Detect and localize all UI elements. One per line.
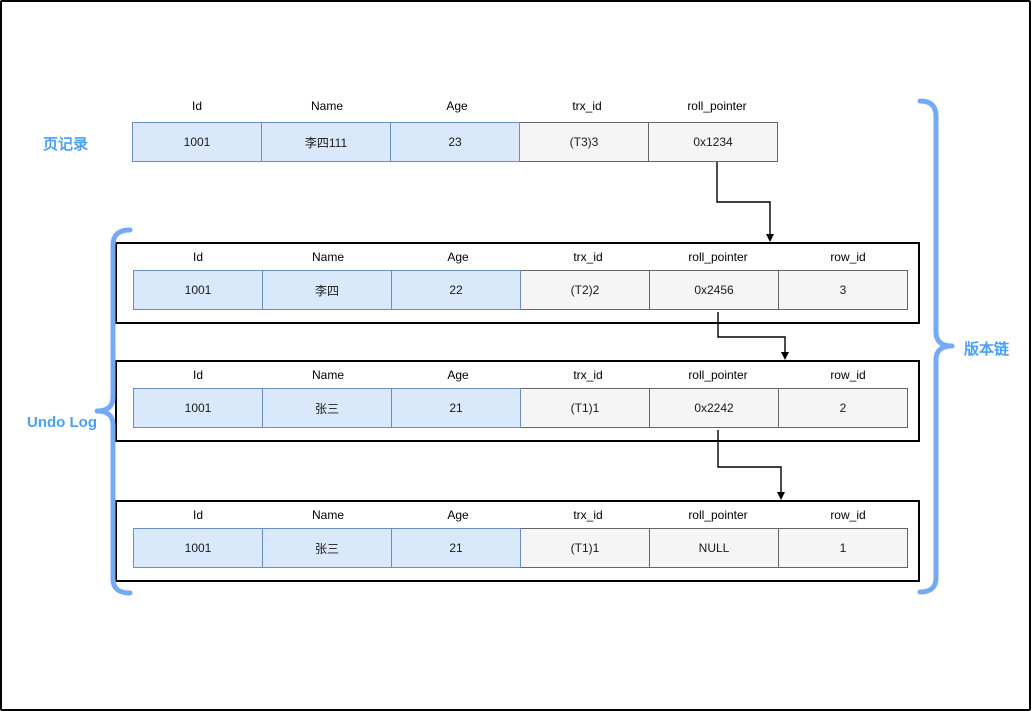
- version-chain-label: 版本链: [964, 341, 1010, 358]
- column-header-id: Id: [192, 508, 203, 522]
- column-header-trx-id: trx_id: [573, 508, 603, 522]
- undo3-header-row: Id Name Age trx_id roll_pointer row_id: [133, 244, 913, 270]
- cell-row-id: 3: [778, 270, 908, 310]
- undo3-row: 1001 李四 22 (T2)2 0x2456 3: [133, 270, 913, 310]
- undo-log-record-box-2: Id Name Age trx_id roll_pointer row_id 1…: [115, 360, 920, 442]
- column-header-name: Name: [311, 250, 344, 264]
- cell-age: 21: [391, 528, 521, 568]
- column-header-row-id: row_id: [830, 250, 866, 264]
- cell-name: 张三: [262, 528, 392, 568]
- undo-log-record-box-1: Id Name Age trx_id roll_pointer row_id 1…: [115, 500, 920, 582]
- column-header-name: Name: [311, 368, 344, 382]
- cell-trx-id: (T1)1: [520, 528, 650, 568]
- cell-age: 21: [391, 388, 521, 428]
- column-header-row-id: row_id: [830, 508, 866, 522]
- cell-id: 1001: [133, 528, 263, 568]
- cell-name: 张三: [262, 388, 392, 428]
- undo1-header-row: Id Name Age trx_id roll_pointer row_id: [133, 502, 913, 528]
- page-record-table: Id Name Age trx_id roll_pointer 1001 李四1…: [132, 92, 782, 162]
- column-header-age: Age: [447, 368, 469, 382]
- cell-name: 李四111: [261, 122, 391, 162]
- column-header-name: Name: [311, 508, 344, 522]
- cell-id: 1001: [133, 388, 263, 428]
- column-header-roll-pointer: roll_pointer: [687, 99, 747, 113]
- cell-row-id: 1: [778, 528, 908, 568]
- version-chain-brace: [917, 98, 955, 595]
- cell-trx-id: (T2)2: [520, 270, 650, 310]
- column-header-age: Age: [446, 99, 468, 113]
- column-header-roll-pointer: roll_pointer: [688, 368, 748, 382]
- undo-log-label: Undo Log: [27, 414, 97, 431]
- column-header-roll-pointer: roll_pointer: [688, 250, 748, 264]
- column-header-id: Id: [192, 250, 203, 264]
- cell-trx-id: (T3)3: [519, 122, 649, 162]
- cell-id: 1001: [132, 122, 262, 162]
- cell-roll-pointer: 0x2456: [649, 270, 779, 310]
- cell-age: 22: [391, 270, 521, 310]
- page-record-header-row: Id Name Age trx_id roll_pointer: [132, 92, 782, 120]
- column-header-name: Name: [310, 99, 343, 113]
- undo2-row: 1001 张三 21 (T1)1 0x2242 2: [133, 388, 913, 428]
- column-header-age: Age: [447, 508, 469, 522]
- cell-id: 1001: [133, 270, 263, 310]
- page-record-row: 1001 李四111 23 (T3)3 0x1234: [132, 122, 782, 162]
- cell-age: 23: [390, 122, 520, 162]
- page-record-label: 页记录: [43, 136, 89, 153]
- undo-log-record-box-3: Id Name Age trx_id roll_pointer row_id 1…: [115, 242, 920, 324]
- cell-roll-pointer: 0x1234: [648, 122, 778, 162]
- column-header-trx-id: trx_id: [573, 250, 603, 264]
- undo2-header-row: Id Name Age trx_id roll_pointer row_id: [133, 362, 913, 388]
- column-header-id: Id: [192, 368, 203, 382]
- column-header-trx-id: trx_id: [573, 368, 603, 382]
- cell-roll-pointer: NULL: [649, 528, 779, 568]
- column-header-trx-id: trx_id: [572, 99, 602, 113]
- undo1-row: 1001 张三 21 (T1)1 NULL 1: [133, 528, 913, 568]
- column-header-id: Id: [191, 99, 202, 113]
- cell-trx-id: (T1)1: [520, 388, 650, 428]
- cell-name: 李四: [262, 270, 392, 310]
- arrow-0x1234-to-version3: [716, 162, 774, 242]
- column-header-roll-pointer: roll_pointer: [688, 508, 748, 522]
- column-header-row-id: row_id: [830, 368, 866, 382]
- column-header-age: Age: [447, 250, 469, 264]
- cell-row-id: 2: [778, 388, 908, 428]
- cell-roll-pointer: 0x2242: [649, 388, 779, 428]
